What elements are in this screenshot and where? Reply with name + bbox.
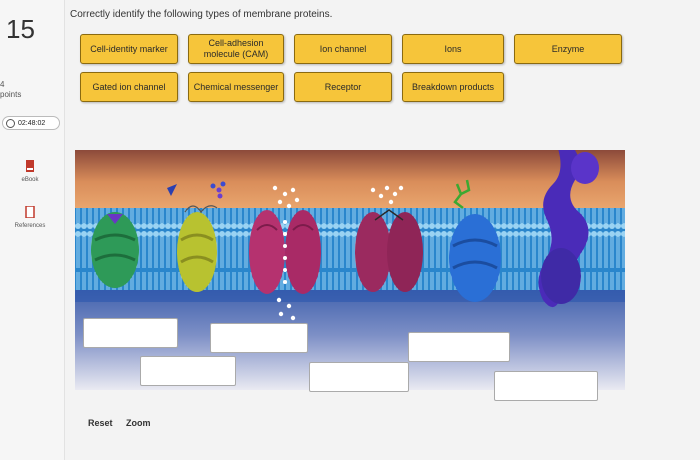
label-chip-ions[interactable]: Ions [402, 34, 504, 64]
label-chip-gated-ion-channel[interactable]: Gated ion channel [80, 72, 178, 102]
drop-zone-4[interactable] [309, 362, 409, 392]
sidebar: 15 4 points 02:48:02 eBook References [0, 0, 65, 460]
adhesion-protein [177, 212, 217, 292]
receptor-protein [449, 214, 501, 302]
clock-icon [6, 118, 15, 128]
label-chip-receptor[interactable]: Receptor [294, 72, 392, 102]
question-number: 15 [6, 14, 35, 44]
drop-zone-3[interactable] [140, 356, 236, 386]
gated-channel-left-half [355, 212, 391, 292]
references-icon [25, 205, 35, 219]
label-chip-cell-adhesion-molecule[interactable]: Cell-adhesion molecule (CAM) [188, 34, 284, 64]
question-prompt: Correctly identify the following types o… [70, 9, 333, 20]
timer[interactable]: 02:48:02 [2, 116, 60, 130]
label-chip-chemical-messenger[interactable]: Chemical messenger [188, 72, 284, 102]
phospholipids [75, 208, 625, 290]
timer-value: 02:48:02 [18, 119, 46, 127]
reset-button[interactable]: Reset [88, 418, 113, 428]
extracellular-molecule [167, 184, 177, 196]
references-button[interactable]: References [8, 205, 52, 229]
question-points: 4 points [0, 80, 21, 100]
label-chip-breakdown-products[interactable]: Breakdown products [402, 72, 504, 102]
chemical-messenger-molecule [453, 179, 471, 209]
drop-zone-1[interactable] [83, 318, 178, 348]
drop-zone-2[interactable] [210, 323, 308, 353]
gated-channel-right-half [387, 212, 423, 292]
points-label: points [0, 90, 22, 99]
references-label: References [14, 223, 46, 229]
membrane-diagram [75, 150, 625, 390]
label-chip-ion-channel[interactable]: Ion channel [294, 34, 392, 64]
drop-zone-5[interactable] [408, 332, 510, 362]
ion-channel-left-half [249, 210, 285, 294]
points-value: 4 [0, 80, 5, 89]
carbohydrate-marker [107, 214, 123, 224]
zoom-button[interactable]: Zoom [126, 418, 151, 428]
ebook-icon [26, 160, 34, 172]
cell-identity-protein [91, 212, 139, 288]
drop-zone-6[interactable] [494, 371, 598, 401]
ion-channel-right-half [285, 210, 321, 294]
membrane-illustration [75, 150, 625, 390]
label-chip-cell-identity-marker[interactable]: Cell-identity marker [80, 34, 178, 64]
ions [272, 185, 300, 321]
label-chip-enzyme[interactable]: Enzyme [514, 34, 622, 64]
ebook-button[interactable]: eBook [8, 160, 52, 183]
ebook-label: eBook [21, 177, 39, 183]
